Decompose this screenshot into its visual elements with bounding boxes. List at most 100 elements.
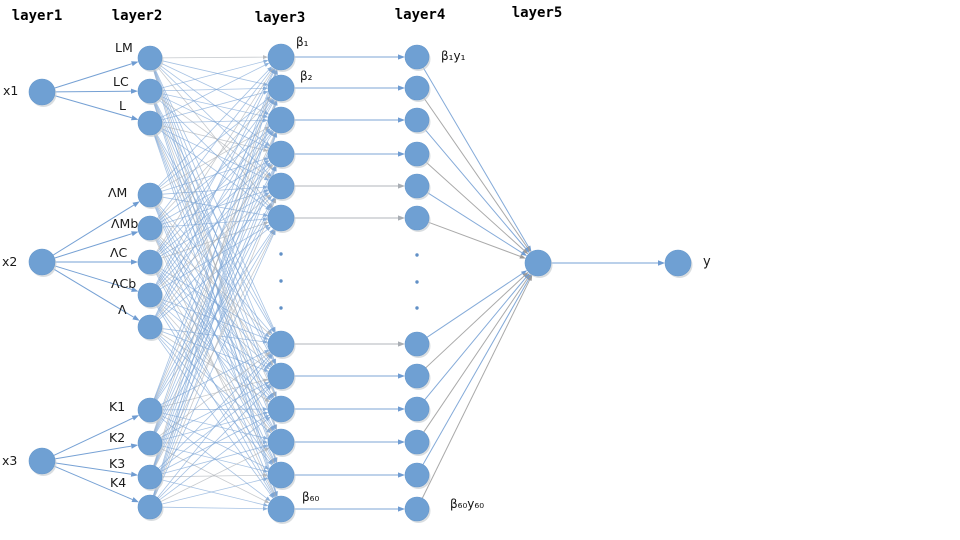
edge-l4-l5 xyxy=(424,273,530,401)
edge-arrowhead xyxy=(263,447,270,452)
node-input-x3 xyxy=(28,447,56,475)
edge-arrowhead xyxy=(264,414,270,420)
edge-line xyxy=(421,279,531,499)
edge-line xyxy=(160,62,265,113)
edge-arrowhead xyxy=(266,362,272,368)
edge-line xyxy=(153,73,276,432)
input-label-x2: x2 xyxy=(2,253,18,269)
edge-l4-l5 xyxy=(426,192,528,257)
edge-line xyxy=(161,412,264,439)
edge-arrowhead xyxy=(264,397,270,403)
edge-line xyxy=(54,462,132,475)
layer2-label-L: L xyxy=(119,97,126,113)
node-layer2-K3 xyxy=(137,464,163,490)
edge-arrowhead xyxy=(265,226,272,232)
edge-l2-l3 xyxy=(152,69,278,496)
edge-arrowhead xyxy=(265,351,271,357)
layer-header-1: layer1 xyxy=(11,8,63,24)
edge-arrowhead xyxy=(263,502,269,507)
edge-arrowhead xyxy=(131,115,139,121)
layer2-label-Lam: Λ xyxy=(118,301,127,317)
edge-arrowhead xyxy=(131,259,138,265)
edge-line xyxy=(159,416,267,499)
edge-line xyxy=(159,268,266,335)
output-label-y: y xyxy=(703,254,711,270)
edge-l3-l4 xyxy=(294,373,405,379)
edge-line xyxy=(154,202,275,497)
edge-l4-l5 xyxy=(424,128,530,254)
edge-l2-l3 xyxy=(157,335,273,466)
edge-arrowhead xyxy=(264,224,270,229)
edge-input-l2 xyxy=(54,88,139,94)
edge-line xyxy=(54,95,132,119)
edge-line xyxy=(161,408,264,411)
layer-header-3: layer3 xyxy=(254,10,306,26)
node-layer2-K2 xyxy=(137,430,163,456)
edge-arrowhead xyxy=(266,428,272,434)
edge-input-l2 xyxy=(53,465,139,503)
edge-line xyxy=(161,186,264,195)
node-layer4-7 xyxy=(404,363,430,389)
edge-line xyxy=(153,134,276,459)
edge-input-l2 xyxy=(54,231,139,259)
node-layer3-4 xyxy=(267,172,295,200)
node-layer3-9 xyxy=(267,428,295,456)
edge-l3-l4 xyxy=(294,85,405,91)
edge-line xyxy=(155,233,273,433)
edge-line xyxy=(160,351,266,405)
edge-line xyxy=(425,161,525,251)
edge-line xyxy=(422,67,529,247)
edge-arrowhead xyxy=(398,439,405,445)
edge-line xyxy=(157,335,270,462)
edge-line xyxy=(156,271,271,428)
edge-l2-l3 xyxy=(161,330,269,372)
edge-line xyxy=(160,194,266,257)
layer4-beta-label-1: β₆₀y₆₀ xyxy=(450,497,485,511)
edge-arrowhead xyxy=(267,329,273,335)
layer3-beta-label-2: β₆₀ xyxy=(302,490,320,504)
node-layer3-10 xyxy=(267,461,295,489)
edge-line xyxy=(156,102,271,253)
edge-arrowhead xyxy=(398,85,405,91)
edge-line xyxy=(52,268,134,318)
edge-line xyxy=(160,449,266,503)
edge-line xyxy=(426,192,523,254)
edge-line xyxy=(423,97,528,248)
edge-l2-l3 xyxy=(161,479,269,507)
input-label-x3: x3 xyxy=(2,452,18,468)
edge-line xyxy=(161,60,264,85)
layer3-beta-label-0: β₁ xyxy=(296,35,309,49)
edge-l3-l4 xyxy=(294,183,405,189)
edge-arrowhead xyxy=(266,330,272,336)
edge-line xyxy=(54,233,133,259)
edge-line xyxy=(155,101,274,329)
edge-l3-l4 xyxy=(294,117,405,123)
edge-l2-l3 xyxy=(159,162,271,255)
edge-arrowhead xyxy=(524,247,530,254)
edge-arrowhead xyxy=(264,192,270,197)
edge-l4-l5 xyxy=(422,274,532,465)
node-layer2-LamMb xyxy=(137,215,163,241)
edge-line xyxy=(157,198,270,319)
edge-arrowhead xyxy=(263,477,269,482)
edge-line xyxy=(159,419,267,501)
edge-l2-l3 xyxy=(161,473,269,478)
edge-line xyxy=(428,221,521,257)
edge-line xyxy=(154,68,275,360)
edge-line xyxy=(155,205,272,394)
node-layer4-9 xyxy=(404,429,430,455)
edge-arrowhead xyxy=(267,195,273,201)
edge-l2-l3 xyxy=(159,333,270,403)
edge-arrowhead xyxy=(274,69,278,75)
edge-line xyxy=(154,133,274,393)
edge-arrowhead xyxy=(265,128,271,133)
edge-arrowhead xyxy=(262,55,269,60)
edge-arrowhead xyxy=(268,493,274,499)
edge-arrowhead xyxy=(131,61,139,67)
edge-input-l2 xyxy=(53,415,140,456)
edge-line xyxy=(152,74,277,496)
edge-l2-l3 xyxy=(153,166,277,496)
edge-input-l2 xyxy=(54,443,139,460)
edge-l2-l3 xyxy=(157,236,273,367)
